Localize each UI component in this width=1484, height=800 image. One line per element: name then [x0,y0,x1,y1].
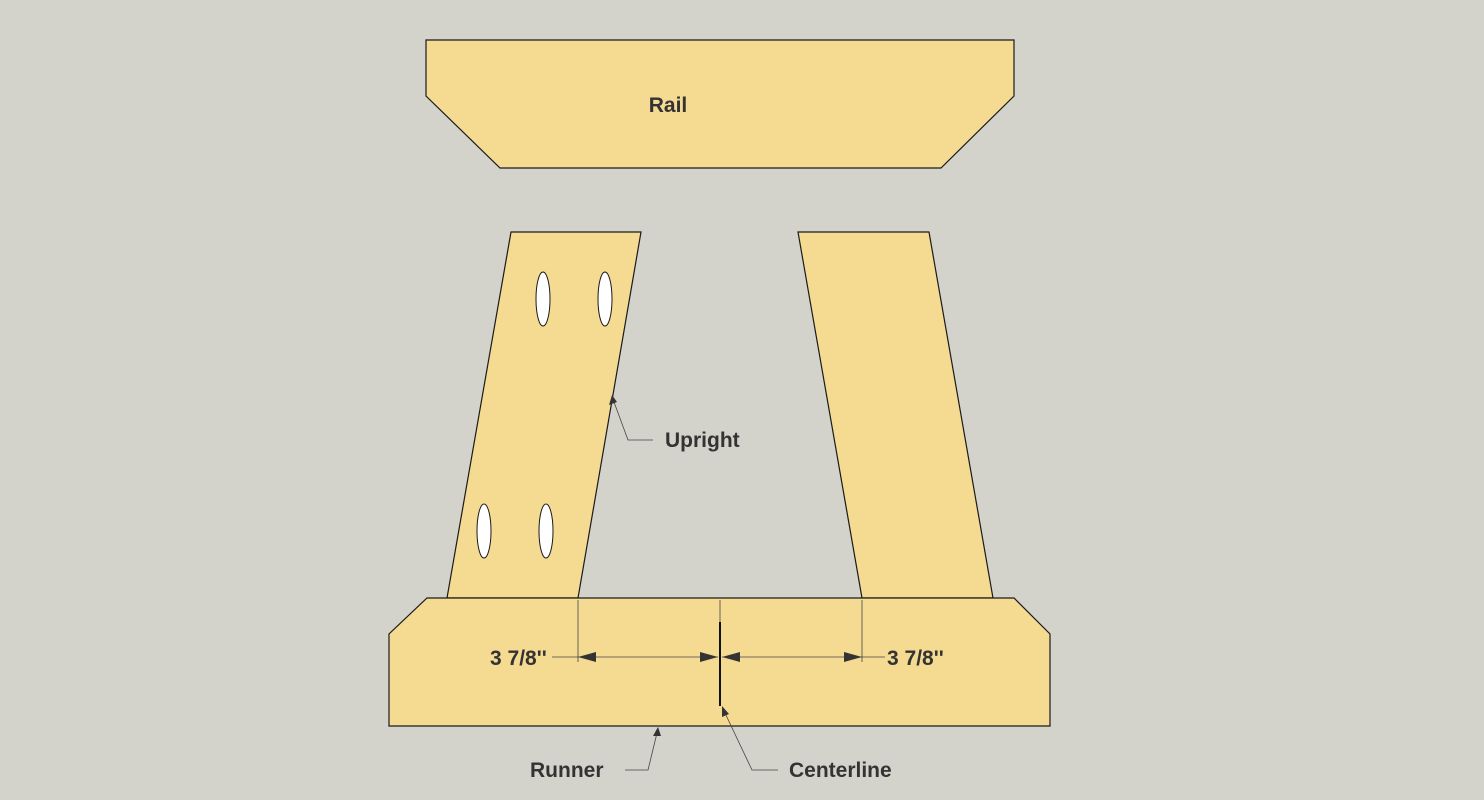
upright-leader-line [613,401,653,441]
centerline-leader-arrow [722,706,729,717]
centerline-label: Centerline [789,759,892,782]
right-upright [797,231,994,599]
upright-leader-arrow [609,395,617,405]
runner-label: Runner [530,759,604,782]
dimension-arrow [722,652,740,662]
dimension-label-right: 3 7/8'' [887,647,944,670]
upright-hole [538,503,554,559]
dimension-arrow [578,652,596,662]
dimension-arrow [700,652,718,662]
centerline-leader-line [724,712,778,771]
runner-leader-line [625,732,658,771]
runner-leader-arrow [653,727,661,736]
rail-part [425,39,1015,169]
upright-hole [597,271,613,327]
dimension-arrow [844,652,862,662]
upright-hole [535,271,551,327]
upright-label: Upright [665,429,740,452]
upright-hole [476,503,492,559]
dimension-label-left: 3 7/8'' [490,647,547,670]
rail-label: Rail [649,94,688,117]
